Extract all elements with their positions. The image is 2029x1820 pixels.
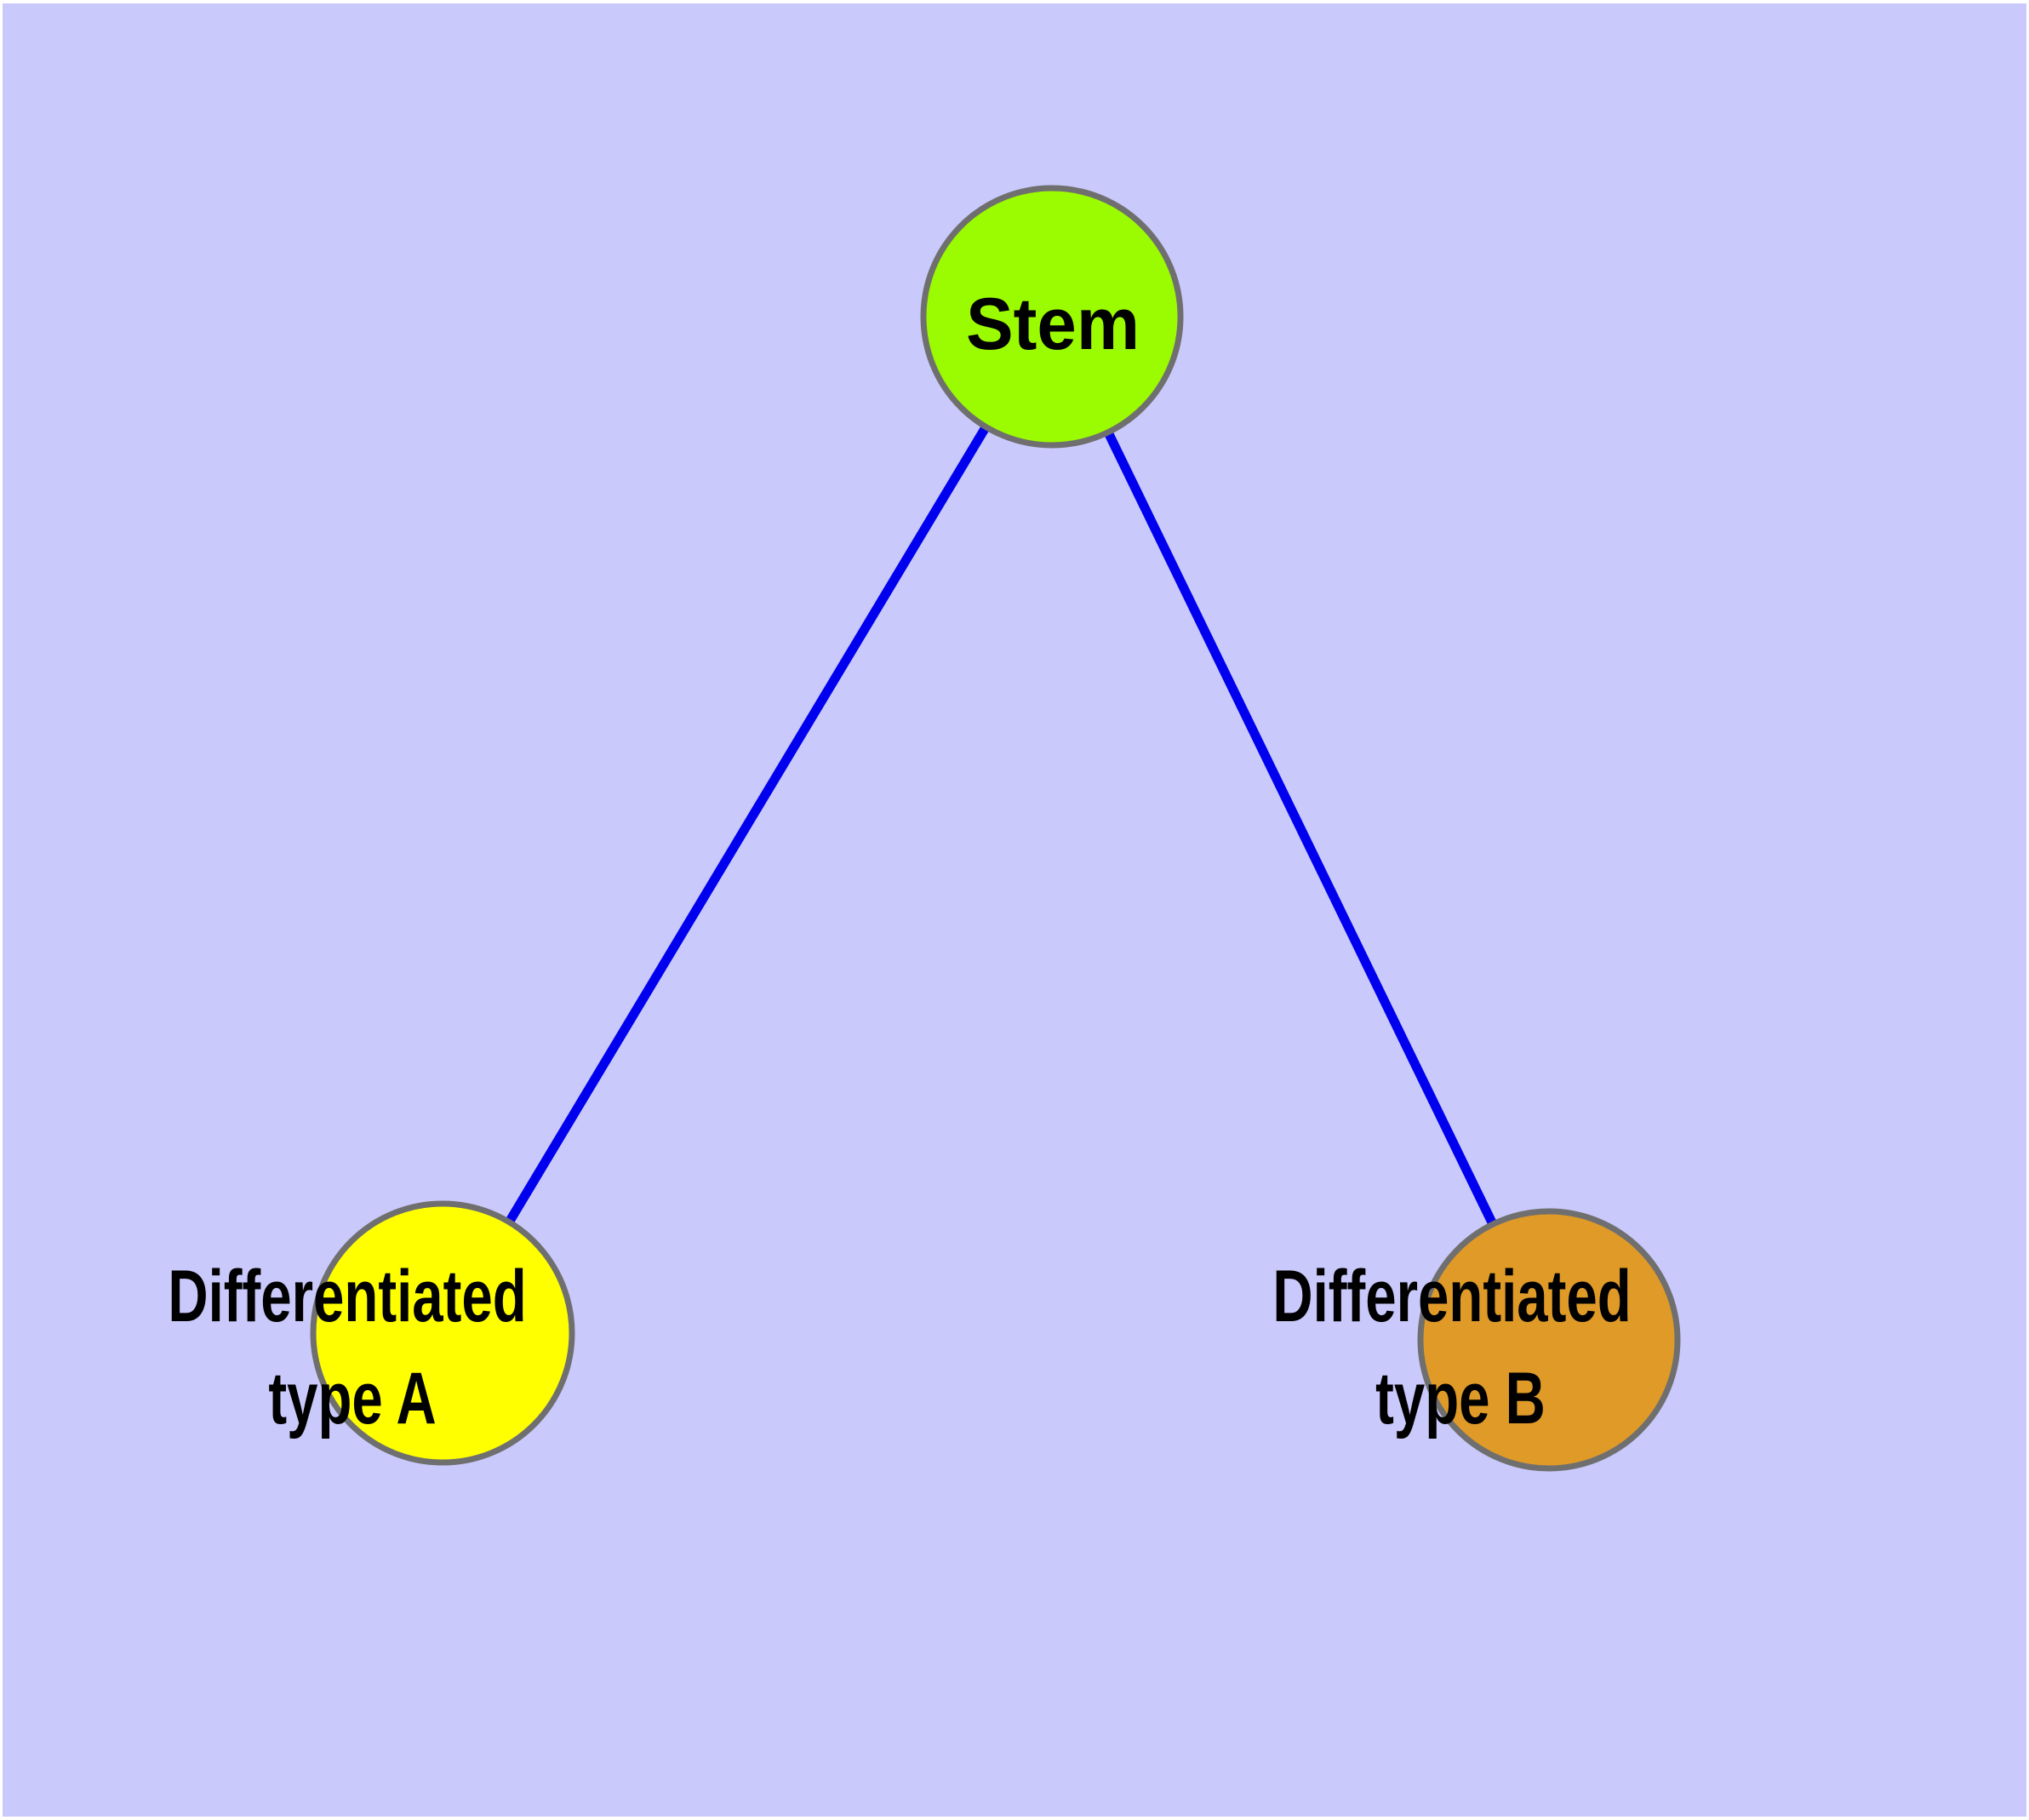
node-type-b-label-line2: type B bbox=[1375, 1358, 1546, 1439]
edge-stem-to-type-b bbox=[1048, 314, 1553, 1342]
node-type-a-label-line2: type A bbox=[268, 1358, 436, 1439]
node-stem-circle bbox=[920, 185, 1184, 449]
node-type-a-label-line1: Differentiated bbox=[168, 1256, 526, 1337]
node-type-a-circle bbox=[310, 1200, 575, 1466]
edge-stem-to-type-a bbox=[438, 314, 1056, 1336]
node-type-b-circle bbox=[1417, 1208, 1681, 1472]
node-type-b-label-line1: Differentiated bbox=[1272, 1256, 1631, 1337]
node-stem-label: Stem bbox=[966, 283, 1140, 364]
